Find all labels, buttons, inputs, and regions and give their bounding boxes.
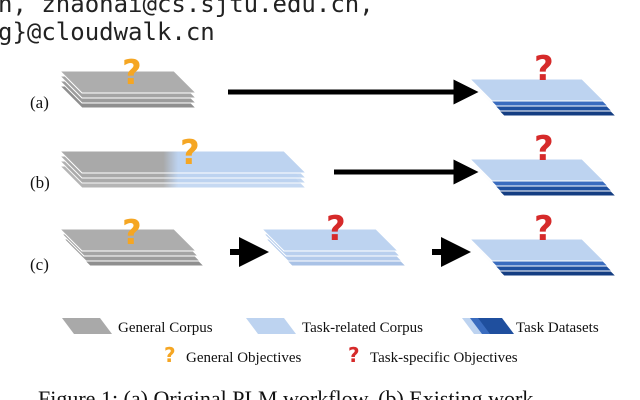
legend-task-specific-objectives-label: Task-specific Objectives [370, 350, 518, 366]
row-c-task-related-corpus-stack [260, 228, 408, 267]
row-c-task-datasets-stack [468, 238, 618, 277]
row-c-general-corpus-stack [58, 228, 206, 267]
row-b-task-datasets-stack [468, 158, 618, 197]
legend-task-specific-objectives-mark: ? [348, 343, 360, 367]
legend-task-related-corpus-label: Task-related Corpus [302, 320, 423, 336]
row-b-general-objective-mark: ? [180, 133, 200, 173]
row-a-general-objective-mark: ? [122, 53, 142, 93]
row-a-label: (a) [30, 93, 49, 112]
legend-task-related-corpus-swatch [246, 318, 296, 334]
row-c-task-objective-mark: ? [534, 209, 554, 249]
row-b-task-objective-mark: ? [534, 129, 554, 169]
row-c-general-objective-mark: ? [122, 213, 142, 253]
row-a-general-corpus-stack [58, 70, 198, 109]
legend: General Corpus Task-related Corpus Task … [62, 318, 599, 367]
legend-general-objectives-label: General Objectives [186, 350, 302, 366]
legend-general-objectives-mark: ? [164, 343, 176, 367]
row-c-middle-task-objective-mark: ? [326, 209, 346, 249]
row-b-label: (b) [30, 173, 50, 192]
row-a-task-objective-mark: ? [534, 49, 554, 89]
legend-task-datasets-label: Task Datasets [516, 320, 599, 336]
row-b-mixed-corpus-stack [58, 150, 308, 189]
legend-general-corpus-label: General Corpus [118, 320, 213, 336]
header-email-line-1: n, zhaohai@cs.sjtu.edu.cn, [0, 0, 374, 18]
header-email-line-2: g}@cloudwalk.cn [0, 18, 215, 46]
legend-task-datasets-swatch [462, 318, 514, 334]
legend-general-corpus-swatch [62, 318, 112, 334]
row-c-label: (c) [30, 255, 49, 274]
figure-caption: Figure 1: (a) Original PLM workflow. (b)… [38, 386, 533, 400]
row-a-task-datasets-stack [468, 78, 618, 117]
